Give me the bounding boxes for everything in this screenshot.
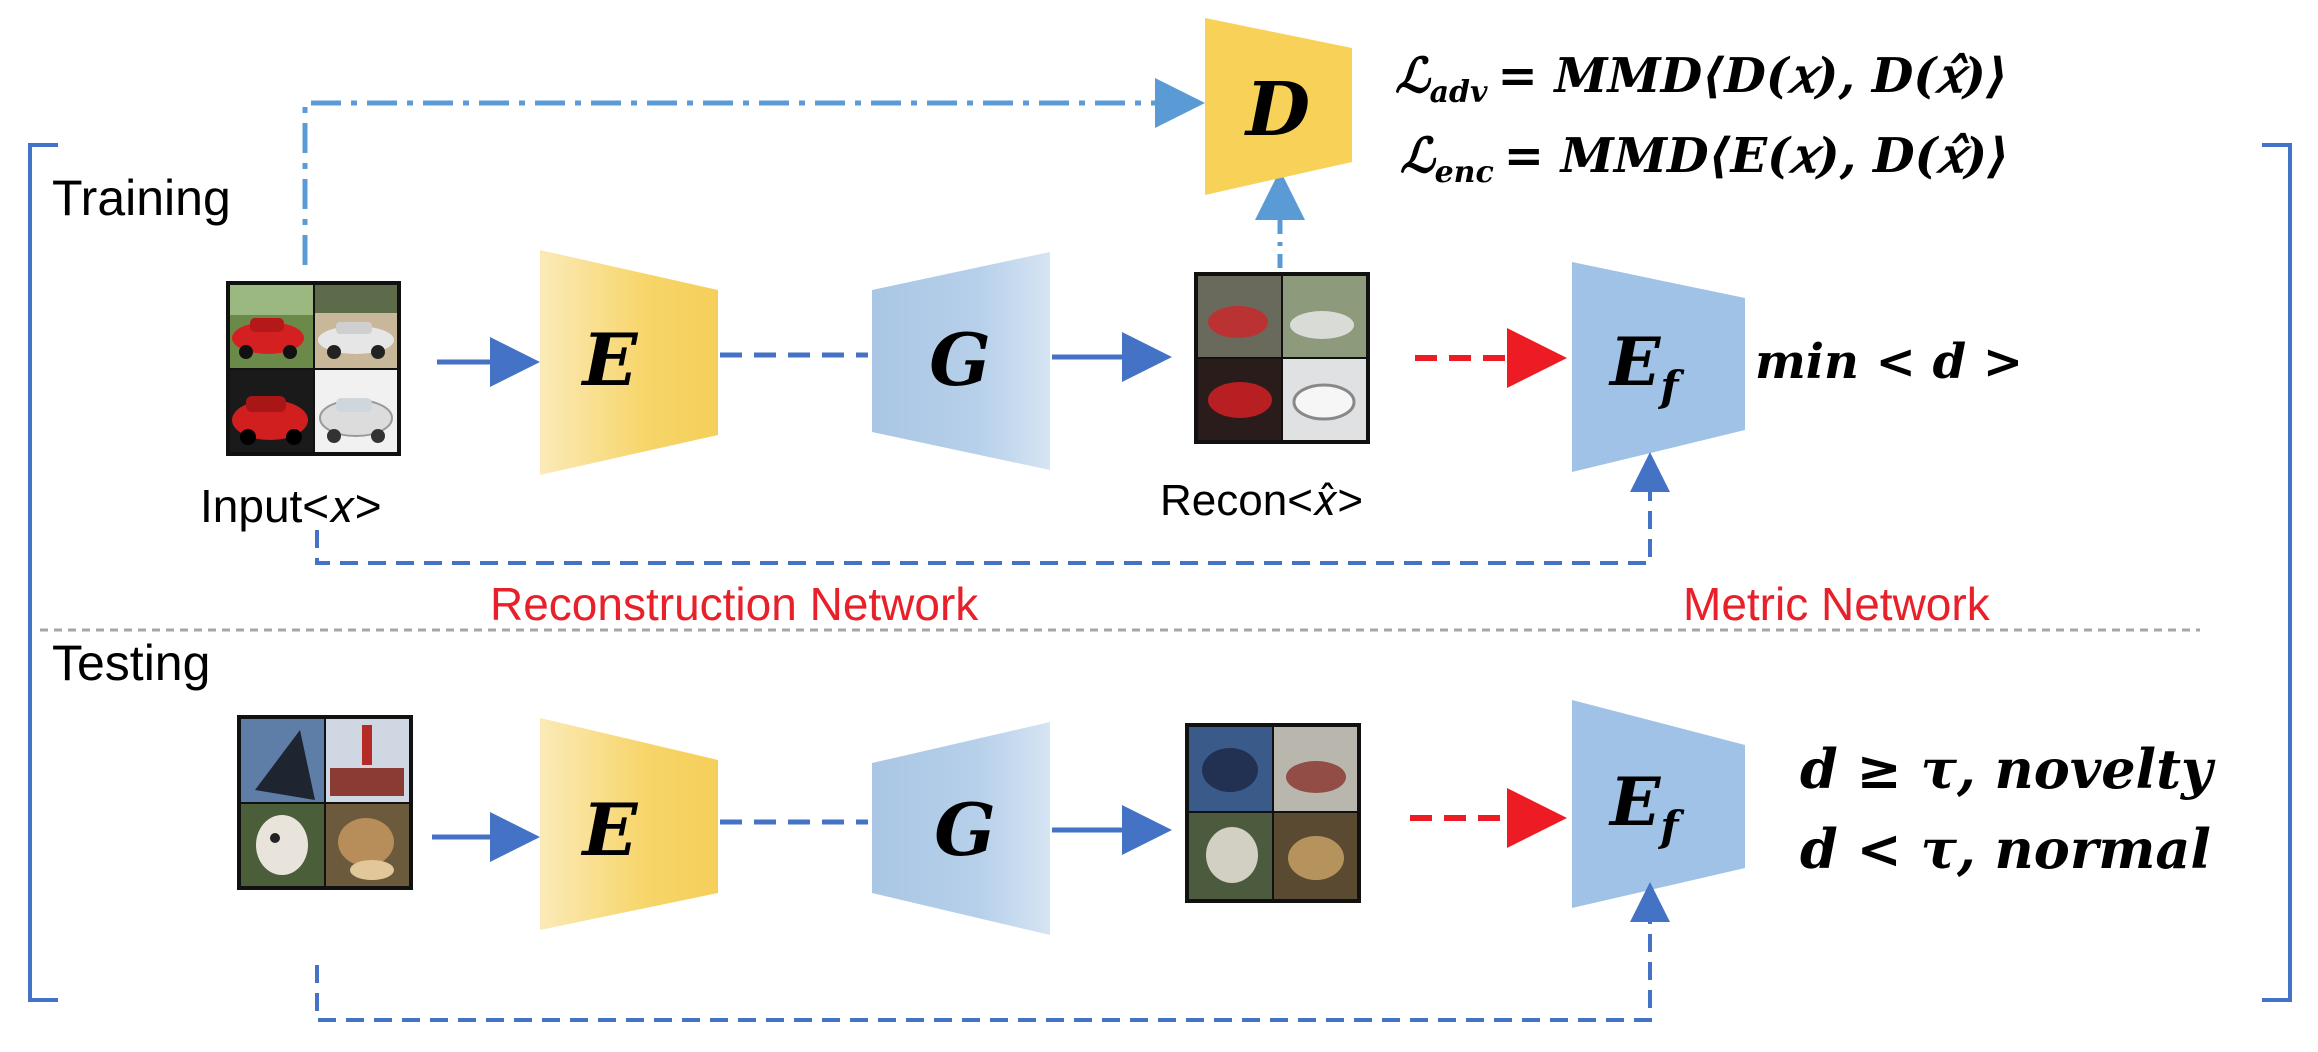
testing-label: Testing [52, 635, 210, 691]
training-feature-encoder-block [1572, 262, 1745, 472]
training-feedback-path [315, 452, 1670, 565]
right-bracket [2262, 143, 2292, 1002]
test-feature-encoder-block [1572, 700, 1745, 908]
training-input-images [226, 281, 401, 456]
input-image-3 [230, 370, 313, 452]
generator-label: G [929, 317, 991, 402]
metric-network-label: Metric Network [1683, 578, 1991, 630]
generator-block [872, 252, 1050, 470]
adversarial-loss: ℒadv= MMD⟨D(𝑥), D(𝑥̂)⟩ [1395, 48, 2008, 110]
arrow-input-to-discriminator [302, 78, 1205, 265]
test-image-1 [241, 719, 324, 802]
input-image-2 [315, 285, 397, 368]
left-bracket [28, 143, 58, 1002]
input-caption: Input<𝑥> [200, 480, 382, 532]
reconstruction-network-label: Reconstruction Network [490, 578, 979, 630]
novelty-rule: d ≥ τ, novelty [1800, 737, 2216, 801]
test-image-3 [241, 804, 324, 886]
test-image-4 [326, 804, 409, 886]
svg-text:ℒenc= MMD⟨E(𝑥), D(𝑥̂)⟩: ℒenc= MMD⟨E(𝑥), D(𝑥̂)⟩ [1400, 128, 2009, 190]
input-image-1 [230, 285, 313, 368]
testing-recon-images [1185, 723, 1361, 903]
test-generator-block [872, 722, 1050, 935]
training-recon-images [1194, 272, 1370, 444]
test-encoder-label: E [581, 787, 639, 872]
encoder-block [540, 250, 718, 475]
encoder-label: E [581, 317, 639, 402]
discriminator-label: D [1244, 67, 1310, 153]
normal-rule: d < τ, normal [1800, 817, 2211, 881]
test-generator-label: G [934, 787, 996, 872]
recon-caption: Recon<𝑥̂> [1160, 476, 1363, 525]
encoder-loss: ℒenc= MMD⟨E(𝑥), D(𝑥̂)⟩ [1400, 128, 2009, 190]
testing-input-images [237, 715, 413, 890]
input-image-4 [315, 370, 397, 452]
discriminator-block [1205, 18, 1352, 195]
test-image-2 [326, 719, 409, 802]
test-encoder-block [540, 718, 718, 930]
training-feature-encoder-label: Ef [1608, 323, 1685, 411]
training-label: Training [52, 170, 231, 226]
objective-label: min < d > [1755, 334, 2023, 390]
svg-text:ℒadv= MMD⟨D(𝑥), D(𝑥̂)⟩: ℒadv= MMD⟨D(𝑥), D(𝑥̂)⟩ [1395, 48, 2008, 110]
